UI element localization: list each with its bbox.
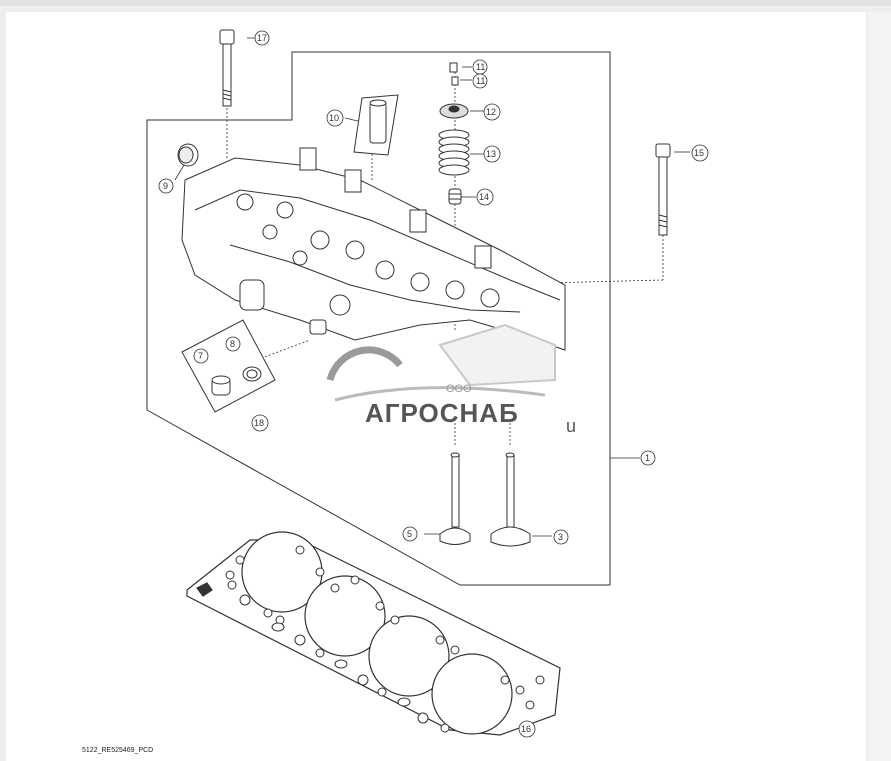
- callouts: 17 11 11 10 12 13 15 9 14 7 8 18 1 5 3 1…: [158, 30, 709, 738]
- svg-text:3: 3: [558, 532, 563, 542]
- exhaust-valve: [490, 452, 531, 547]
- cylinder-head: [181, 147, 566, 351]
- svg-text:5: 5: [407, 529, 412, 539]
- svg-text:18: 18: [254, 418, 264, 428]
- scrollbar[interactable]: [868, 12, 891, 761]
- plug-kit-frame: [181, 319, 276, 413]
- svg-text:1: 1: [645, 453, 650, 463]
- spring-retainer: [439, 103, 469, 119]
- assembly-boundary: [146, 51, 611, 586]
- svg-text:16: 16: [521, 724, 531, 734]
- callout-17: 17: [254, 30, 270, 46]
- callout-11-upper: 11: [472, 59, 488, 75]
- callout-15: 15: [691, 144, 709, 162]
- callout-11-lower: 11: [472, 73, 488, 89]
- svg-text:14: 14: [479, 192, 489, 202]
- watermark-prefix: ООО: [446, 383, 472, 395]
- callout-1: 1: [640, 450, 656, 466]
- watermark-logo: ООО АГРОСНАБ u: [326, 323, 576, 436]
- head-bolt-short: [655, 143, 671, 236]
- svg-text:11: 11: [476, 62, 485, 72]
- callout-8: 8: [225, 336, 241, 352]
- valve-stem-seal: [448, 188, 462, 205]
- svg-text:8: 8: [230, 339, 235, 349]
- svg-text:17: 17: [257, 33, 267, 43]
- svg-text:7: 7: [198, 351, 203, 361]
- svg-text:13: 13: [486, 149, 496, 159]
- callout-5: 5: [402, 526, 418, 542]
- callout-9: 9: [158, 178, 174, 194]
- watermark-suffix: u: [566, 416, 576, 436]
- callout-18: 18: [251, 414, 269, 432]
- callout-3: 3: [553, 529, 569, 545]
- svg-text:10: 10: [329, 113, 339, 123]
- valve-spring: [438, 129, 470, 176]
- svg-text:9: 9: [163, 181, 168, 191]
- head-gasket: [186, 531, 561, 736]
- gasket-orientation-mark: [196, 582, 213, 597]
- callout-10: 10: [326, 109, 344, 127]
- callout-14: 14: [476, 188, 494, 206]
- head-bolt-long: [219, 29, 235, 107]
- figure-id-label: 5122_RE525469_PCD: [82, 747, 154, 754]
- top-bar: [0, 0, 891, 6]
- callout-13: 13: [483, 145, 501, 163]
- intake-valve: [439, 452, 471, 545]
- svg-text:12: 12: [486, 107, 496, 117]
- svg-text:11: 11: [476, 76, 485, 86]
- callout-12: 12: [483, 103, 501, 121]
- expansion-plug: [177, 143, 199, 167]
- valve-guide: [353, 94, 399, 156]
- svg-text:15: 15: [694, 148, 704, 158]
- callout-7: 7: [193, 348, 209, 364]
- watermark-company: АГРОСНАБ: [365, 398, 519, 428]
- valve-keepers: [449, 62, 459, 86]
- callout-16: 16: [518, 720, 536, 738]
